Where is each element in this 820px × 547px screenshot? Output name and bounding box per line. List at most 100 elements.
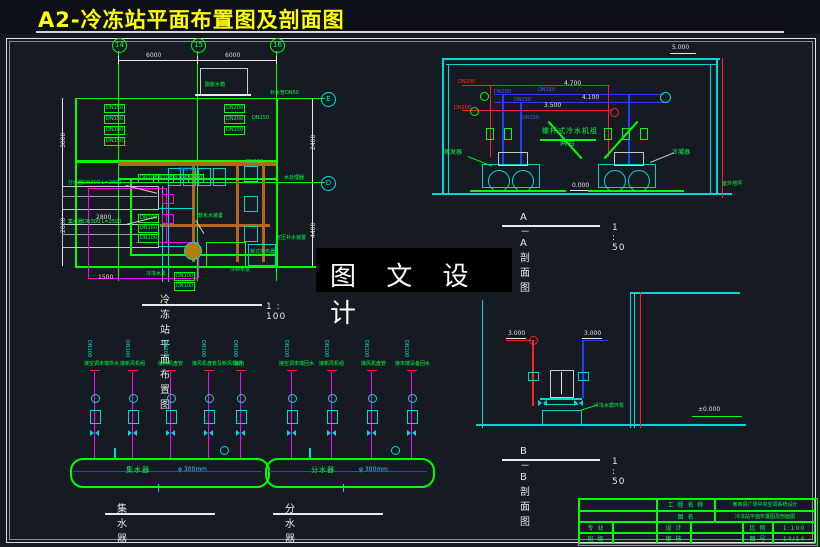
section-aa-view: 5.000 4.700 4.100 3.500 螺杆式冷水机组 两台 [432, 44, 742, 204]
pipe-tag: DN150 [104, 137, 126, 146]
dimension-text: 2400 [310, 134, 317, 150]
ground-label: 室外地坪 [722, 181, 743, 187]
chiller-base [482, 164, 540, 188]
strainer-symbol [236, 410, 247, 424]
branch-label: 接末端设备回水 [395, 361, 431, 367]
equipment-box [198, 168, 211, 186]
valve-circle [660, 92, 671, 103]
view-scale: 1 : 50 [612, 457, 626, 487]
collector-vessel [70, 458, 270, 488]
collector-title: 集水器 [126, 466, 150, 474]
pipe-tag: DN100 [138, 234, 160, 243]
strainer-symbol [287, 410, 298, 424]
branch-label: 备用 [234, 361, 245, 367]
valve-circle [480, 92, 489, 101]
distributor-vessel [265, 458, 435, 488]
branch-dn-tag: DN100 [162, 340, 168, 358]
elevation-text: 0.000 [572, 182, 590, 189]
gauge-symbol [237, 394, 246, 403]
title-block-label: 审 核 [657, 533, 691, 544]
valve-circle [610, 108, 619, 117]
title-block-value [613, 522, 657, 533]
pipe-tag: DN100 [174, 272, 196, 281]
elevation-text: 4.100 [582, 94, 600, 101]
leader-label: 冷却水泵 [230, 267, 251, 273]
pipe-tag: DN100 [174, 282, 196, 291]
valve-symbol [407, 430, 416, 437]
title-block-label: 工 程 名 称 [657, 499, 715, 511]
strainer-symbol [90, 410, 101, 424]
branch-dn-tag: DN100 [200, 340, 206, 358]
title-block-value: 14/14 [773, 533, 815, 544]
grid-bubble: E [321, 92, 336, 107]
equipment-box [244, 226, 258, 242]
strainer-symbol [204, 410, 215, 424]
chiller-base [598, 164, 656, 188]
condenser-label: 冷凝器 [672, 149, 691, 156]
valve-symbol [538, 400, 547, 407]
plan-view: 14 15 16 E D 6000 6000 3000 2000 2400 44… [40, 38, 340, 298]
leader-label: 分水器DN300 L=2000 [68, 180, 122, 186]
softener-unit [206, 242, 246, 268]
branch-dn-tag: DN100 [363, 340, 369, 358]
view-name: 分水器接管示意图 [285, 504, 296, 545]
title-block-value [613, 533, 657, 544]
strainer-symbol [166, 410, 177, 424]
grid-bubble: 15 [191, 38, 206, 53]
pipe-tag: DN150 [224, 126, 246, 135]
view-scale: 1 : 50 [612, 223, 626, 253]
pump-base [542, 410, 582, 426]
plan-inline-tag: DN150 [252, 115, 270, 121]
pipe-tag: DN150 [104, 104, 126, 113]
leader-label: 定压补水装置 [276, 235, 307, 241]
drawing-title-bar: A2-冷冻站平面布置图及剖面图 [0, 0, 820, 34]
title-block-label: 设 计 [657, 522, 691, 533]
gauge-symbol [129, 394, 138, 403]
equipment-box [244, 196, 258, 212]
branch-dn-tag: DN100 [124, 340, 130, 358]
elevation-text: 3.000 [584, 330, 602, 337]
distributor-schematic: DN100 接空调末端回水 DN100 接新风机组 DN100 接风机盘管 [265, 340, 435, 492]
equipment-label: 螺杆式冷水机组 [542, 127, 598, 135]
pipe-tag: DN150 [104, 115, 126, 124]
gauge-symbol [368, 394, 377, 403]
grid-bubble: 14 [112, 38, 127, 53]
valve-symbol [204, 430, 213, 437]
elevation-text: 5.000 [672, 44, 690, 51]
gauge-symbol [220, 446, 229, 455]
watermark-banner: 图 文 设 计 [316, 248, 512, 329]
drawing-frame-inner [9, 41, 813, 540]
view-name: 冷冻站平面布置图 [160, 295, 171, 411]
branch-dn-tag: DN100 [86, 340, 92, 358]
leader-label: 水处理器 [284, 175, 305, 181]
pipe-tag: DN200 [458, 79, 476, 85]
pipe-tag: DN200 [454, 105, 472, 111]
dimension-text: 6000 [146, 52, 162, 59]
plan-inline-tag: DN250 [178, 167, 196, 173]
watermark-text: 图 文 设 计 [330, 262, 480, 329]
branch-label: 接风机盘管 [361, 361, 387, 367]
strainer-symbol [128, 410, 139, 424]
gauge-symbol [288, 394, 297, 403]
gauge-symbol [408, 394, 417, 403]
branch-label: 接空调末端供水 [84, 361, 120, 367]
valve-symbol [90, 430, 99, 437]
gauge-symbol [328, 394, 337, 403]
pump-body [550, 370, 574, 398]
title-block-value: 某商贸广场中央空调系统设计 [715, 499, 815, 511]
title-block-label: 班 级 [579, 533, 613, 544]
strainer-symbol [327, 410, 338, 424]
dimension-text: 3000 [60, 132, 67, 148]
title-block-value [691, 533, 743, 544]
gauge-symbol [91, 394, 100, 403]
pipe-tag: DN200 [224, 104, 246, 113]
equipment-box [244, 166, 258, 182]
distributor-title: 分水器 [311, 466, 335, 474]
pipe-tag: DN200 [494, 89, 512, 95]
condenser-circle [628, 170, 650, 192]
view-name: A－A剖面图 [520, 212, 531, 294]
leader-label: 集水器DN300 L=2500 [68, 219, 122, 225]
title-block-value [691, 522, 743, 533]
elevation-text: 3.000 [508, 330, 526, 337]
branch-label: 接新风机组 [120, 361, 146, 367]
